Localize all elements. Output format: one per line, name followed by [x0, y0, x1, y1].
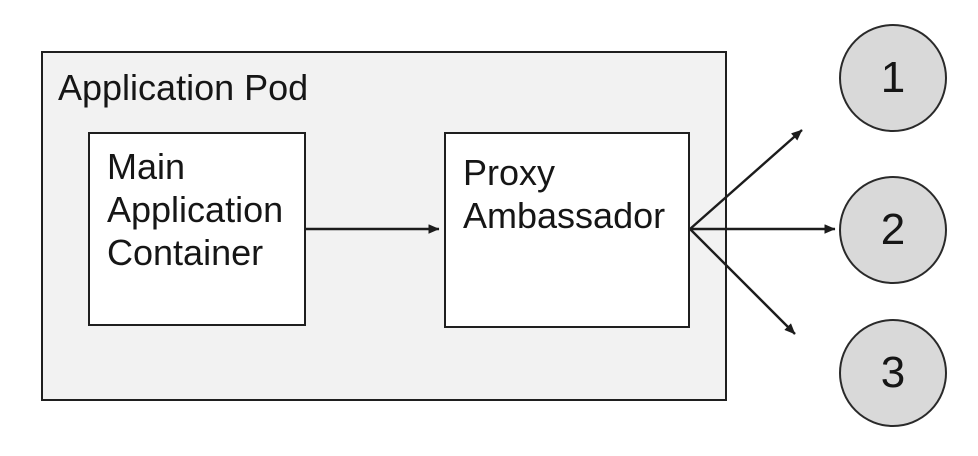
node-main-application-container: Main Application Container [88, 132, 306, 326]
endpoint-3-label: 3 [880, 348, 906, 397]
application-pod-label: Application Pod [58, 67, 309, 108]
application-pod-container: Application Pod Main Application Contain… [41, 51, 727, 401]
node-proxy-ambassador: Proxy Ambassador [444, 132, 690, 328]
main-application-container-label: Main Application Container [107, 146, 284, 273]
endpoint-2-label: 2 [880, 205, 906, 254]
endpoint-circle-1: 1 [839, 24, 947, 132]
endpoint-circle-2: 2 [839, 176, 947, 284]
proxy-ambassador-label: Proxy Ambassador [463, 152, 666, 236]
endpoint-1-label: 1 [880, 53, 906, 102]
endpoint-circle-3: 3 [839, 319, 947, 427]
